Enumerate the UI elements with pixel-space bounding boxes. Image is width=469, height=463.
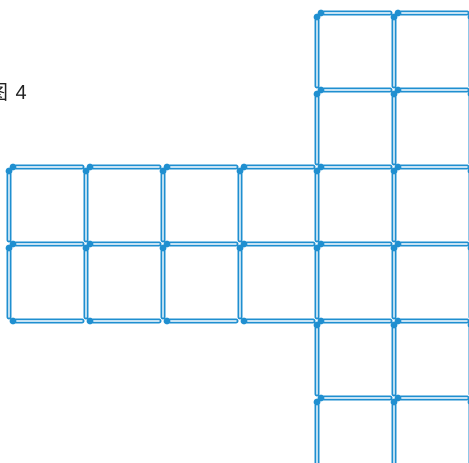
match-head: [391, 14, 398, 21]
match-head: [391, 399, 398, 406]
matchstick-group: [6, 10, 469, 463]
match-head: [391, 322, 398, 329]
match-head: [314, 91, 321, 98]
match-head: [6, 245, 13, 252]
match-head: [314, 168, 321, 175]
match-head: [314, 245, 321, 252]
match-head: [314, 322, 321, 329]
match-head: [237, 168, 244, 175]
match-head: [6, 168, 13, 175]
match-head: [391, 91, 398, 98]
match-head: [237, 245, 244, 252]
match-head: [83, 245, 90, 252]
match-head: [391, 245, 398, 252]
match-head: [160, 245, 167, 252]
match-head: [83, 168, 90, 175]
match-head: [314, 14, 321, 21]
match-head: [314, 399, 321, 406]
match-head: [160, 168, 167, 175]
match-head: [391, 168, 398, 175]
